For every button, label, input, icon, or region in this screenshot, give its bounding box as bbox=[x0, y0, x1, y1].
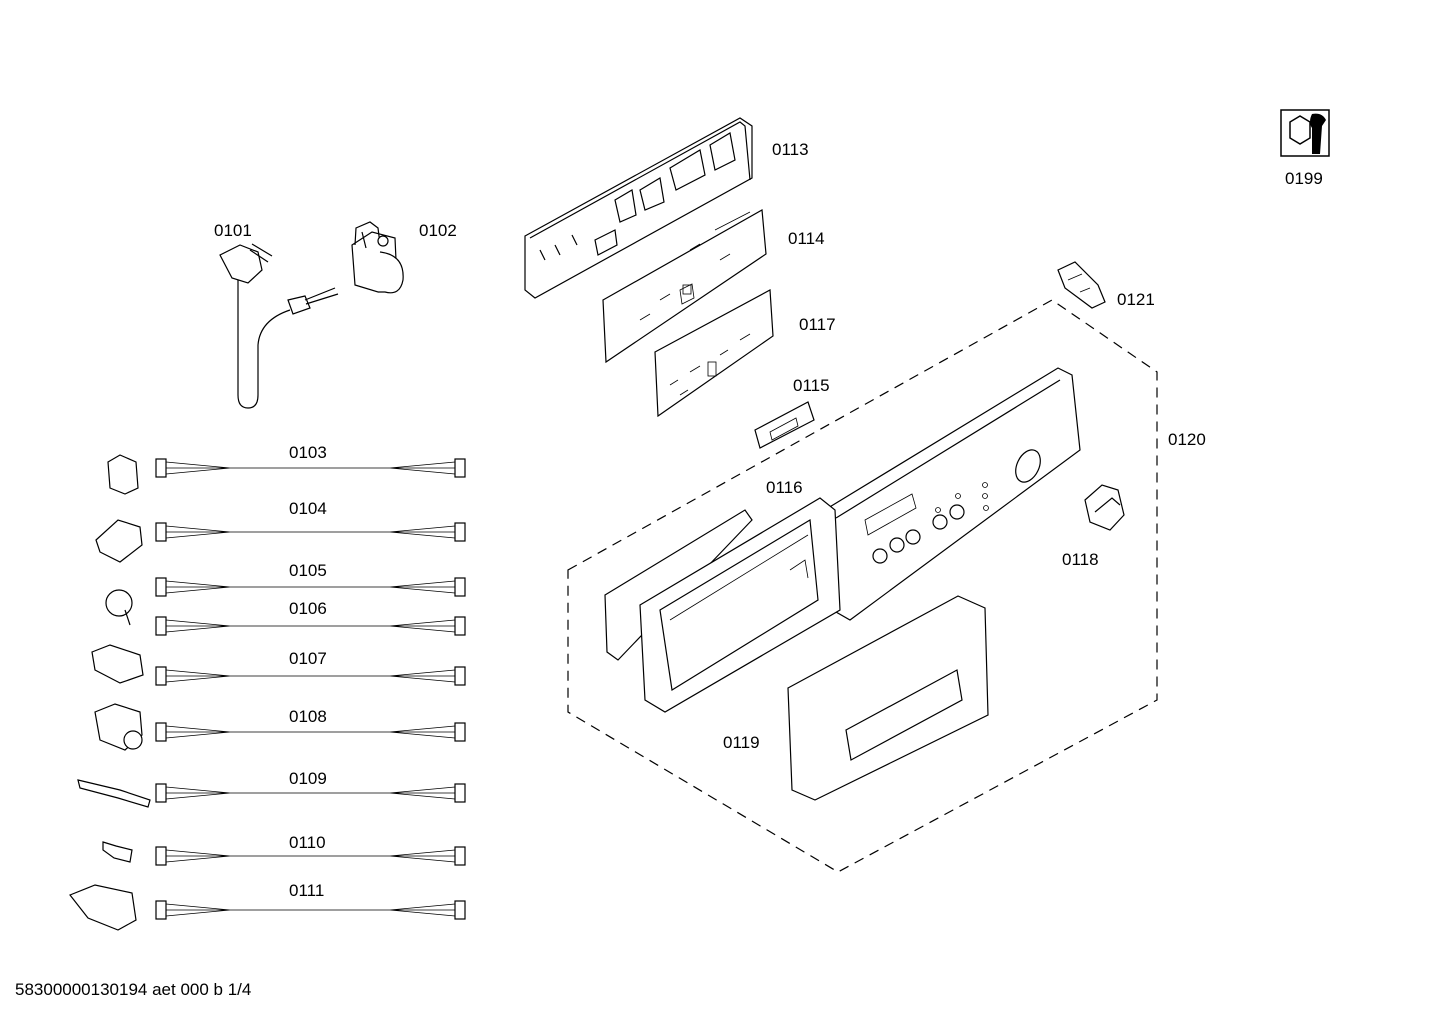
display-module-drawing[interactable] bbox=[754, 401, 815, 449]
power-cord-drawing[interactable] bbox=[219, 243, 339, 409]
control-housing-drawing[interactable] bbox=[524, 117, 753, 299]
wiring-harness-0104[interactable] bbox=[155, 522, 466, 542]
heater-icon bbox=[77, 779, 151, 808]
motor-valve-icon bbox=[69, 884, 137, 931]
label-0120: 0120 bbox=[1168, 430, 1206, 449]
pressure-switch-icon bbox=[105, 589, 133, 617]
wiring-harness-0105[interactable] bbox=[155, 577, 466, 597]
label-0108: 0108 bbox=[289, 707, 327, 726]
label-0111: 0111 bbox=[289, 881, 324, 900]
pcb-main-drawing[interactable] bbox=[602, 209, 767, 364]
label-0110: 0110 bbox=[289, 833, 326, 852]
label-0109: 0109 bbox=[289, 769, 327, 788]
wiring-harness-0107[interactable] bbox=[155, 666, 466, 686]
drawer-front-drawing[interactable] bbox=[787, 595, 989, 801]
label-0114: 0114 bbox=[788, 229, 825, 248]
wiring-harness-0111[interactable] bbox=[155, 900, 466, 920]
label-0118: 0118 bbox=[1062, 550, 1099, 569]
wiring-harness-0110[interactable] bbox=[155, 846, 466, 866]
valve-icon bbox=[91, 644, 144, 684]
label-0117: 0117 bbox=[799, 315, 836, 334]
service-tool-icon bbox=[1280, 109, 1330, 157]
control-panel-fascia-drawing[interactable] bbox=[827, 367, 1081, 621]
wiring-harness-0106[interactable] bbox=[155, 616, 466, 636]
document-code: 58300000130194 aet 000 b 1/4 bbox=[15, 980, 252, 999]
component-icons bbox=[69, 454, 151, 931]
control-panel-group-outline bbox=[567, 299, 1158, 873]
program-knob-drawing[interactable] bbox=[1084, 484, 1125, 531]
wiring-harness-rows bbox=[155, 458, 466, 920]
pcb-display-drawing[interactable] bbox=[654, 289, 774, 418]
label-0105: 0105 bbox=[289, 561, 327, 580]
wiring-harness-0109[interactable] bbox=[155, 783, 466, 803]
label-0102: 0102 bbox=[419, 221, 457, 240]
label-0107: 0107 bbox=[289, 649, 327, 668]
door-lock-icon bbox=[107, 454, 139, 495]
label-0103: 0103 bbox=[289, 443, 327, 462]
label-0115: 0115 bbox=[793, 376, 830, 395]
wiring-harness-0108[interactable] bbox=[155, 722, 466, 742]
label-0106: 0106 bbox=[289, 599, 327, 618]
label-0199: 0199 bbox=[1285, 169, 1323, 188]
suppressor-drawing[interactable] bbox=[351, 221, 404, 294]
dispenser-frame-drawing[interactable] bbox=[604, 497, 841, 713]
label-0104: 0104 bbox=[289, 499, 327, 518]
latch-part-drawing[interactable] bbox=[1057, 261, 1106, 309]
label-0113: 0113 bbox=[772, 140, 809, 159]
label-0116: 0116 bbox=[766, 478, 803, 497]
switch-unit-icon bbox=[95, 519, 143, 563]
wiring-harness-0103[interactable] bbox=[155, 458, 466, 478]
sensor-icon bbox=[102, 841, 133, 863]
label-0119: 0119 bbox=[723, 733, 760, 752]
label-0121: 0121 bbox=[1117, 290, 1155, 309]
label-0101: 0101 bbox=[214, 221, 252, 240]
